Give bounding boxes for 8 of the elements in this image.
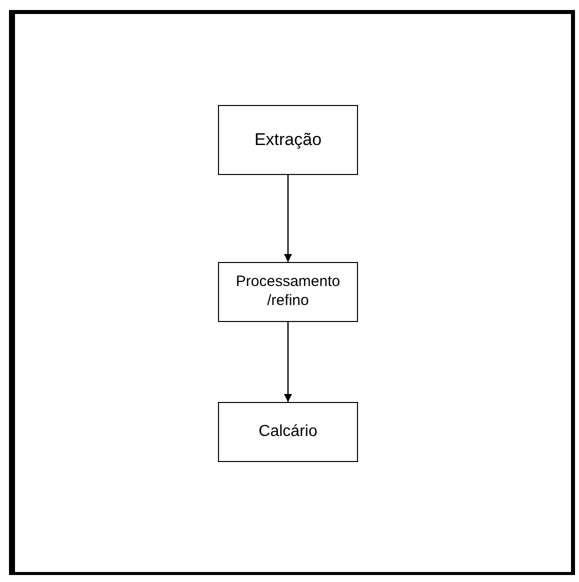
box-label: Processamento /refino (234, 273, 342, 311)
process-box (218, 105, 358, 175)
process-box (218, 402, 358, 462)
box-label: Extração (254, 129, 322, 151)
arrow (284, 175, 292, 262)
process-box (218, 262, 358, 322)
box-label: Calcário (258, 422, 318, 442)
arrow (284, 322, 292, 402)
